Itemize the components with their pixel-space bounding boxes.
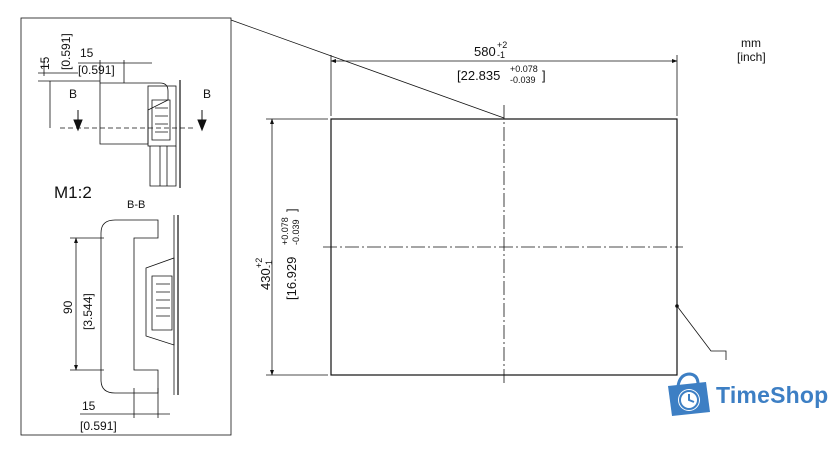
top-profile-section xyxy=(99,80,181,188)
height-tol-lower: -1 xyxy=(264,260,274,268)
depth-dim-inch: [3.544] xyxy=(81,293,95,330)
detail-view-frame xyxy=(20,17,232,436)
section-mark-right: B xyxy=(203,87,211,101)
top-horizontal-dim-inch: [0.591] xyxy=(78,63,115,77)
width-tol-lower: -1 xyxy=(497,50,505,60)
width-dimension: 580 +2 -1 [22.835 +0.078 -0.039 ] xyxy=(330,40,678,116)
units-secondary: [inch] xyxy=(737,50,766,64)
units-primary: mm xyxy=(741,36,761,50)
width-inch-tol-lower: -0.039 xyxy=(510,75,536,85)
bottom-dim-value: 15 xyxy=(82,399,96,413)
section-label: B-B xyxy=(127,199,145,211)
top-vertical-dimension: 15 [0.591] xyxy=(38,33,100,128)
depth-dim-value: 90 xyxy=(61,300,75,314)
section-marks: B B xyxy=(60,87,211,132)
shopping-bag-clock-icon xyxy=(668,372,710,416)
bottom-dim-inch: [0.591] xyxy=(80,419,117,433)
width-inch-open: [22.835 xyxy=(457,68,500,83)
top-horizontal-dim-value: 15 xyxy=(80,46,94,60)
width-nominal: 580 xyxy=(474,44,496,59)
scale-label: M1:2 xyxy=(54,183,92,202)
detail-leader-marker xyxy=(675,304,727,360)
top-vertical-dim-inch: [0.591] xyxy=(59,33,73,70)
height-inch-tol-lower: -0.039 xyxy=(291,219,301,245)
bottom-dimension: 15 [0.591] xyxy=(80,388,170,433)
height-tol-upper: +2 xyxy=(254,258,264,268)
height-inch-close: ] xyxy=(284,208,299,212)
top-horizontal-dimension: 15 [0.591] xyxy=(78,46,152,83)
depth-dimension: 90 [3.544] xyxy=(61,237,104,371)
height-dimension: 430 +2 -1 [16.929 +0.078 -0.039 ] xyxy=(254,118,328,376)
width-inch-tol-upper: +0.078 xyxy=(510,64,538,74)
height-nominal: 430 xyxy=(258,268,273,290)
height-inch-tol-upper: +0.078 xyxy=(280,217,290,245)
brand-name: TimeShop xyxy=(716,382,829,408)
width-tol-upper: +2 xyxy=(497,40,507,50)
top-vertical-dim-value: 15 xyxy=(38,56,52,70)
height-inch-open: [16.929 xyxy=(284,257,299,300)
width-inch-close: ] xyxy=(542,68,546,83)
section-mark-left: B xyxy=(69,87,77,101)
detail-leader-line xyxy=(230,19,505,119)
bottom-profile-section xyxy=(100,215,179,395)
brand-logo: TimeShop xyxy=(662,372,832,418)
